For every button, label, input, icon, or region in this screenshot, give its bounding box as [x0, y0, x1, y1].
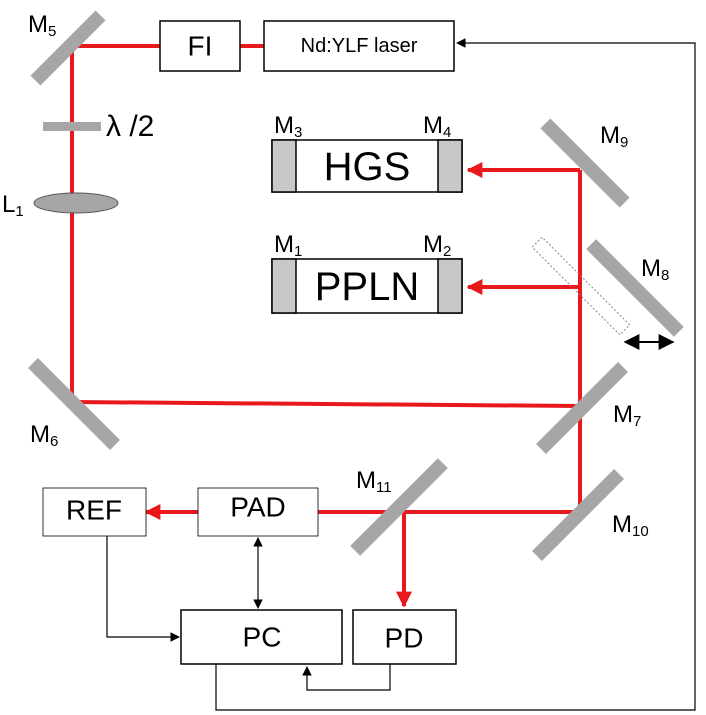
label-m9: M9 — [600, 122, 628, 151]
signal-wires — [106, 38, 696, 711]
hgs-crystal: HGS — [271, 139, 463, 193]
mirror-m4 — [437, 139, 463, 193]
hgs-body — [271, 139, 463, 193]
laser-box — [263, 20, 455, 72]
label-m7: M7 — [613, 401, 641, 430]
mirror-m3 — [271, 139, 297, 193]
fi-box — [159, 20, 241, 72]
mirror-m10 — [532, 469, 624, 561]
pd-detector: PD — [352, 609, 457, 665]
label-m1: M1 — [274, 231, 302, 260]
pad-box — [197, 487, 319, 537]
half-wave-plate — [43, 122, 101, 131]
laser-beam-paths — [70, 44, 582, 608]
wire-pd-to-pc — [302, 664, 391, 691]
ppln-body — [271, 258, 463, 314]
laser-source: Nd:YLF laser — [263, 20, 455, 72]
label-l1: L1 — [2, 191, 24, 220]
label-m11: M11 — [356, 467, 392, 496]
pc-box — [180, 609, 343, 665]
mirrors — [28, 10, 684, 561]
hgs-label: HGS — [324, 145, 411, 189]
fi-label: FI — [188, 31, 213, 62]
mirror-m2 — [437, 258, 463, 314]
label-m10: M10 — [612, 511, 649, 540]
label-m2: M2 — [423, 231, 451, 260]
pc-label: PC — [243, 622, 282, 653]
mirror-m5 — [30, 10, 106, 86]
ref-detector: REF — [42, 487, 147, 537]
mirror-m9 — [540, 118, 630, 208]
pd-label: PD — [385, 623, 424, 654]
wire-pc-to-laser — [215, 38, 696, 711]
faraday-isolator: FI — [159, 20, 241, 72]
ppln-crystal: PPLN — [271, 258, 463, 314]
pad-label: PAD — [230, 492, 286, 523]
wire-ref-to-pc — [106, 536, 180, 642]
lens-l1 — [33, 192, 119, 214]
label-m4: M4 — [423, 112, 451, 141]
mirror-m7 — [536, 362, 628, 454]
ref-label: REF — [66, 495, 122, 526]
half-wave-plate-label: λ /2 — [106, 110, 154, 143]
label-m5: M5 — [28, 11, 56, 40]
mirror-m6 — [28, 358, 120, 450]
laser-label: Nd:YLF laser — [301, 35, 418, 57]
pd-box — [352, 609, 457, 665]
pad-detector: PAD — [197, 487, 319, 537]
label-m3: M3 — [274, 112, 302, 141]
beam-m6-to-m7 — [71, 400, 581, 408]
ref-box — [42, 487, 147, 537]
component-labels: M5 L1 M3 M4 M1 M2 M9 M8 M6 M7 M11 M10 — [2, 11, 669, 540]
ppln-label: PPLN — [315, 265, 420, 309]
pc-computer: PC — [180, 609, 343, 665]
mirror-m11 — [350, 458, 448, 556]
label-m6: M6 — [30, 421, 58, 450]
mirror-m8 — [586, 239, 684, 337]
label-m8: M8 — [641, 255, 669, 284]
mirror-m1 — [271, 258, 297, 314]
